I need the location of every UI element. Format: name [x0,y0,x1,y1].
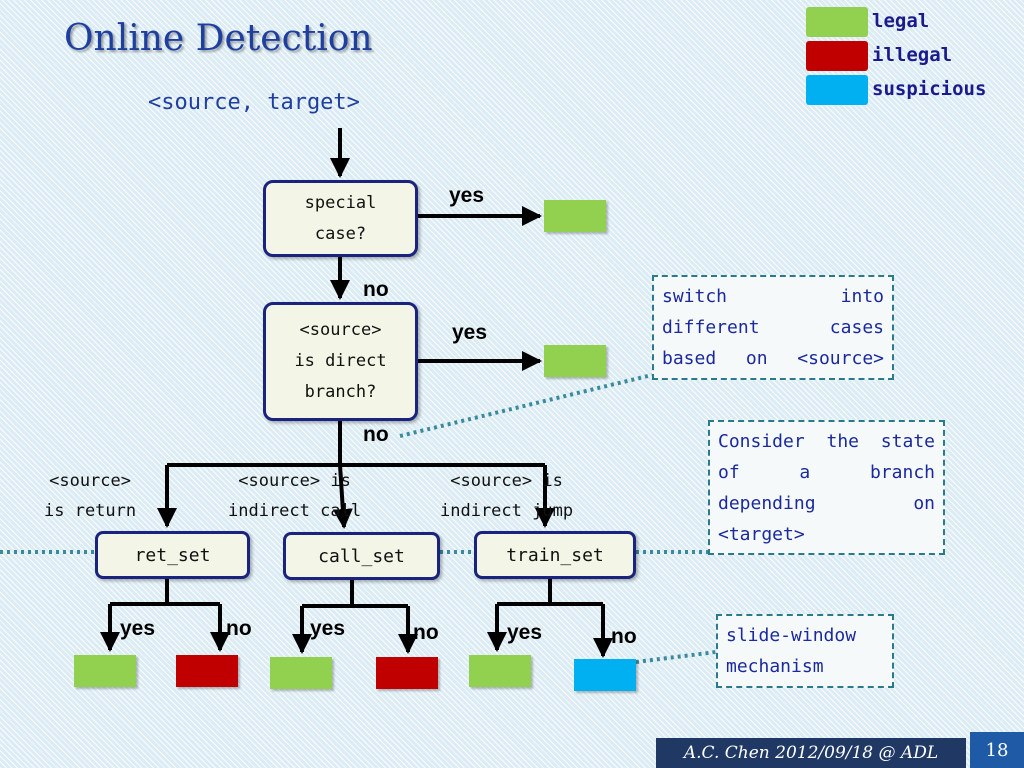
case-label-indirect-call: <source> is indirect call [228,471,362,521]
callout-line-slide [635,650,717,664]
outcome-legal-call [270,657,332,689]
no-label-train: no [611,625,637,648]
outcome-illegal-call [376,657,438,689]
yes-label-train: yes [507,621,543,644]
outcome-legal-train [469,655,531,687]
no-label-special: no [363,278,389,301]
outcome-illegal-ret [176,655,238,687]
legend-swatch-legal [806,7,868,37]
case-label-indirect-jump: <source> is indirect jump [440,471,574,521]
outcome-legal-special [544,200,606,232]
yes-label-direct: yes [452,321,488,344]
yes-label-special: yes [449,184,485,207]
source-target-label: <source, target> [148,90,360,115]
special-case-text: special case? [304,192,377,244]
ret-set-node: ret_set [95,531,250,579]
outcome-suspicious-train [574,659,636,691]
call-set-node: call_set [283,532,440,580]
legend-label-legal: legal [872,10,930,32]
case-label-return: <source> is return [44,471,137,521]
footer-credit: A.C. Chen 2012/09/18 @ ADL [656,738,966,768]
yes-label-ret: yes [120,617,156,640]
note-consider-state: Consider the state of a branch depending… [708,420,945,555]
yes-label-call: yes [310,617,346,640]
direct-branch-text: <source> is direct branch? [294,320,387,402]
direct-branch-node: <source> is direct branch? [263,302,418,421]
legend-label-illegal: illegal [872,44,953,66]
note-switch-cases: switch into different cases based on <so… [652,275,894,380]
special-case-node: special case? [263,180,418,257]
note-slide-window: slide-window mechanism [716,614,894,688]
outcome-legal-direct [544,345,606,377]
no-label-call: no [413,621,439,644]
page-number: 18 [970,732,1024,768]
legend-swatch-illegal [806,41,868,71]
train-set-node: train_set [474,531,636,579]
legend-label-suspicious: suspicious [872,78,987,100]
no-label-direct: no [363,423,389,446]
slide-title: Online Detection [64,18,373,59]
callout-line-switch [399,373,653,438]
outcome-legal-ret [74,655,136,687]
no-label-ret: no [226,617,252,640]
legend-swatch-suspicious [806,75,868,105]
